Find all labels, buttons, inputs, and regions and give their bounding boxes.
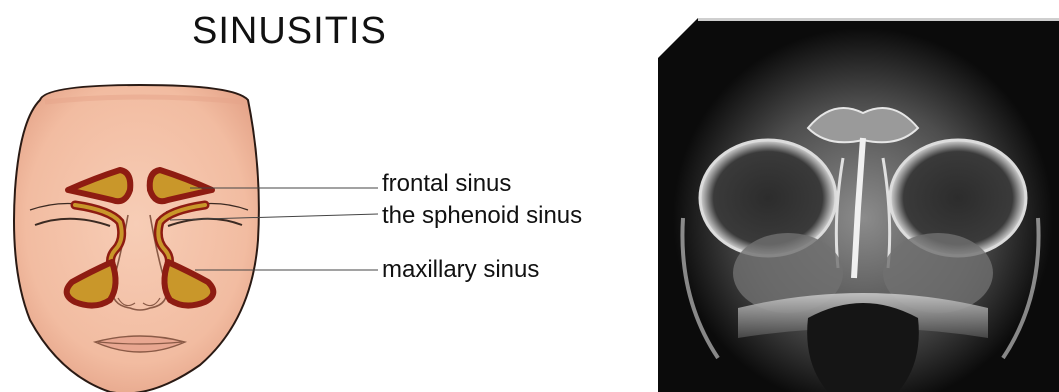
frontal-sinus-label: frontal sinus xyxy=(382,170,511,198)
xray-mouth-opening xyxy=(807,303,919,392)
face-illustration xyxy=(0,0,658,392)
maxillary-sinus-label: maxillary sinus xyxy=(382,256,539,284)
sphenoid-sinus-label: the sphenoid sinus xyxy=(382,202,582,230)
sinus-xray-image xyxy=(658,18,1059,392)
